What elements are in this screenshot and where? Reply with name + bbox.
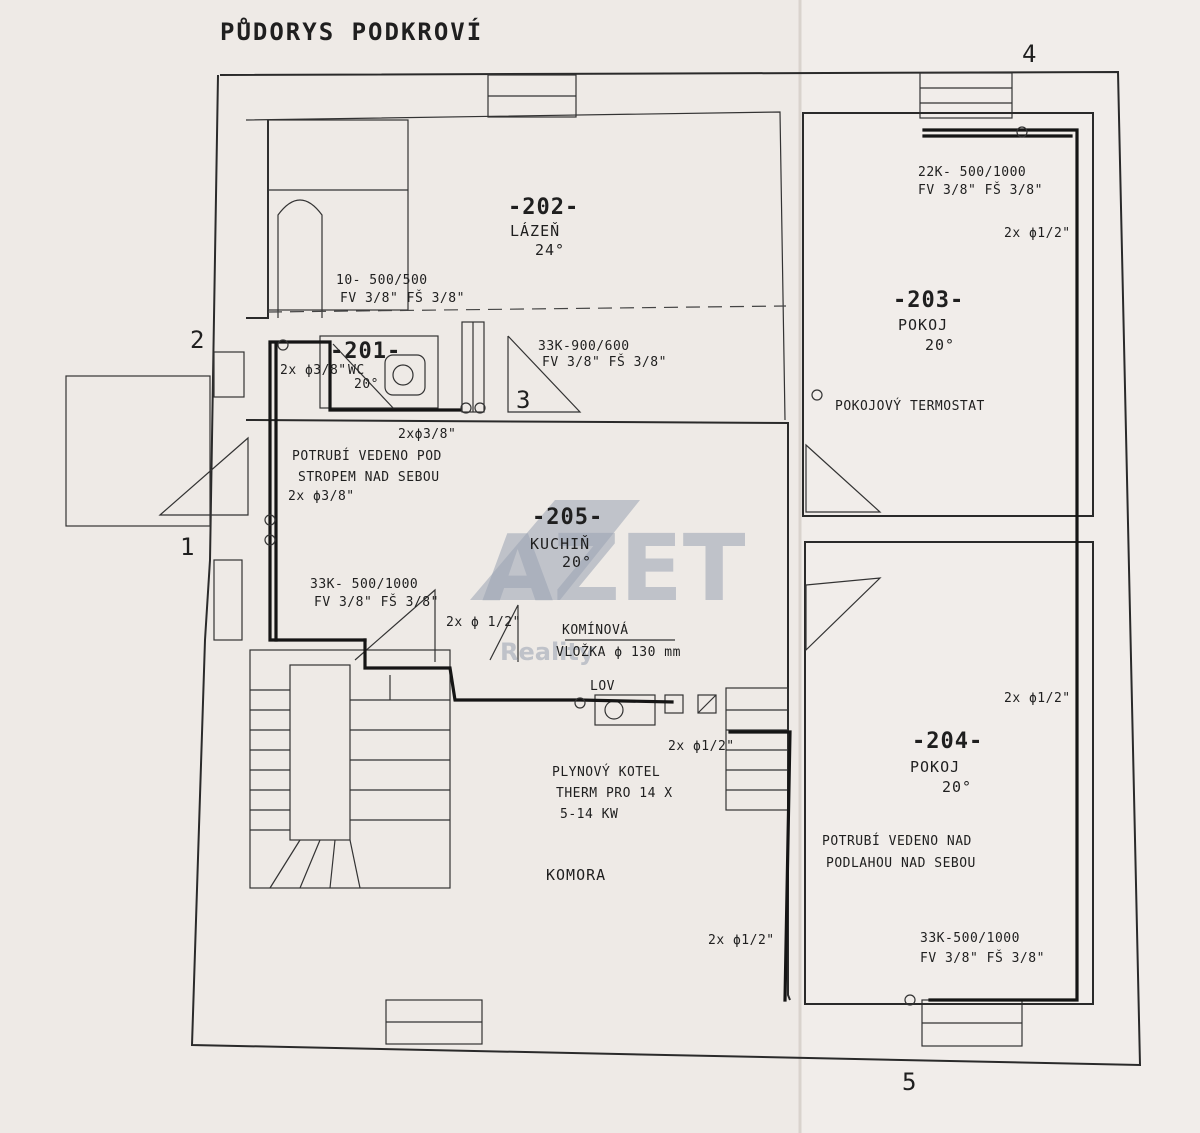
paper-left-sheet <box>0 0 800 1133</box>
outer-walls <box>190 70 1142 1067</box>
boiler-note-1: PLYNOVÝ KOTEL <box>552 764 660 780</box>
room-204-radiator-type: 33K-500/1000 <box>920 931 1020 946</box>
room-203-temp: 20° <box>925 336 955 354</box>
room-201-name: WC <box>348 363 365 378</box>
room-202-name: LÁZEŇ <box>510 221 560 240</box>
boiler-note-2: THERM PRO 14 X <box>556 786 673 801</box>
watermark-sub: Reality <box>500 638 595 666</box>
kitchen-top-radiator-spec: FV 3/8" FŠ 3/8" <box>542 354 667 370</box>
room-204-number: -204- <box>912 729 983 754</box>
under-ceiling-note-2: STROPEM NAD SEBOU <box>298 470 440 485</box>
chimney-note-1: KOMÍNOVÁ <box>562 622 629 638</box>
pipe-label-storage: 2x ϕ1/2" <box>708 933 775 948</box>
axis-label-2: 2 <box>190 326 204 354</box>
room-202-temp: 24° <box>535 241 565 259</box>
axis-label-4: 4 <box>1022 40 1036 68</box>
room-203-name: POKOJ <box>898 316 948 334</box>
stair-treads-right <box>726 709 788 791</box>
pipe-label-wc: 2x ϕ3/8" <box>280 363 347 378</box>
plan-title: PŮDORYS PODKROVÍ <box>220 16 483 46</box>
room-204-name: POKOJ <box>910 758 960 776</box>
pipe-label-kitchen-a: 2xϕ3/8" <box>398 427 456 442</box>
watermark-logo: AZET Reality <box>470 500 746 666</box>
under-ceiling-note-1: POTRUBÍ VEDENO POD <box>292 448 442 464</box>
room-204-radiator-spec: FV 3/8" FŠ 3/8" <box>920 950 1045 966</box>
over-floor-note-2: PODLAHOU NAD SEBOU <box>826 856 976 871</box>
room-201-number: -201- <box>330 339 401 364</box>
kitchen-left-radiator-spec: FV 3/8" FŠ 3/8" <box>314 594 439 610</box>
axis-label-1: 1 <box>180 533 194 561</box>
interior-walls <box>65 112 1094 1005</box>
paper-right-sheet <box>800 0 1200 1133</box>
chimney-note-2: VLOŽKA ϕ 130 mm <box>556 644 681 660</box>
room-203-radiator-type: 22K- 500/1000 <box>918 165 1026 180</box>
room-204-temp: 20° <box>942 778 972 796</box>
room-205-temp: 20° <box>562 553 592 571</box>
room-201-temp: 20° <box>354 377 379 392</box>
watermark-brand: AZET <box>482 515 746 622</box>
over-floor-note-1: POTRUBÍ VEDENO NAD <box>822 833 972 849</box>
axis-label-3: 3 <box>516 386 530 414</box>
kitchen-top-radiator-type: 33K-900/600 <box>538 339 630 354</box>
storage-room-name: KOMORA <box>546 866 606 884</box>
pipe-label-203: 2x ϕ1/2" <box>1004 226 1071 241</box>
room-202-number: -202- <box>508 195 579 220</box>
room-203-number: -203- <box>893 288 964 313</box>
stair-treads <box>250 675 450 889</box>
axis-label-5: 5 <box>902 1068 916 1096</box>
lov-label: LOV <box>590 679 615 694</box>
bath-radiator-type: 10- 500/500 <box>336 273 428 288</box>
room-205-name: KUCHIŇ <box>530 534 590 553</box>
kitchen-left-radiator-type: 33K- 500/1000 <box>310 577 418 592</box>
pipe-label-kitchen-c: 2x ϕ 1/2" <box>446 615 521 630</box>
pipe-label-204: 2x ϕ1/2" <box>1004 691 1071 706</box>
boiler-note-3: 5-14 KW <box>560 807 618 822</box>
pipe-label-kitchen-b: 2x ϕ3/8" <box>288 489 355 504</box>
room-203-radiator-spec: FV 3/8" FŠ 3/8" <box>918 182 1043 198</box>
bath-radiator-spec: FV 3/8" FŠ 3/8" <box>340 290 465 306</box>
thermostat-label: POKOJOVÝ TERMOSTAT <box>835 398 985 414</box>
room-205-number: -205- <box>532 505 603 530</box>
pipe-label-boiler: 2x ϕ1/2" <box>668 739 735 754</box>
heating-pipes <box>264 126 1079 1006</box>
